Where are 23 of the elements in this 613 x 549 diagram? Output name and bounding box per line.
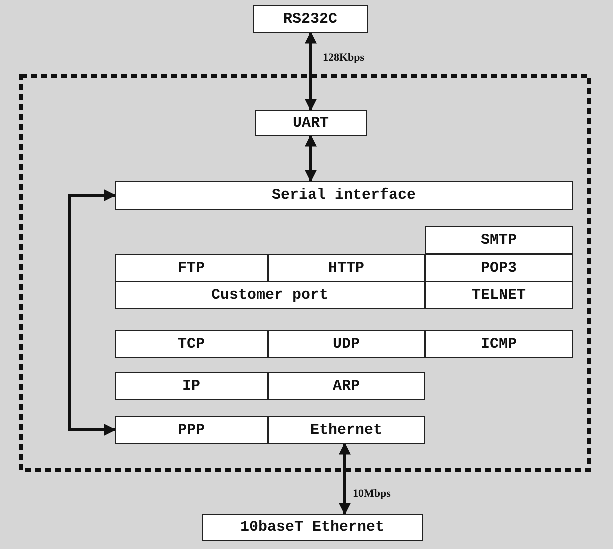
double-arrow [339,442,351,516]
protocol-box: RS232C [253,5,368,33]
protocol-box: PPP [115,416,268,444]
protocol-box: Serial interface [115,181,573,210]
protocol-box: ARP [268,372,425,400]
protocol-box: 10baseT Ethernet [202,514,423,541]
protocol-box: IP [115,372,268,400]
double-arrow [305,134,317,182]
protocol-box: UART [255,110,367,136]
edge-label: 10Mbps [352,488,392,500]
double-arrow [68,190,116,436]
protocol-box: UDP [268,330,425,358]
double-arrow [305,32,317,112]
protocol-box: TCP [115,330,268,358]
protocol-box: TELNET [425,281,573,309]
protocol-box: FTP [115,254,268,282]
protocol-box: ICMP [425,330,573,358]
edge-label: 128Kbps [322,52,366,64]
protocol-box: SMTP [425,226,573,254]
protocol-box: Ethernet [268,416,425,444]
protocol-box: POP3 [425,254,573,282]
protocol-box: HTTP [268,254,425,282]
protocol-box: Customer port [115,281,425,309]
